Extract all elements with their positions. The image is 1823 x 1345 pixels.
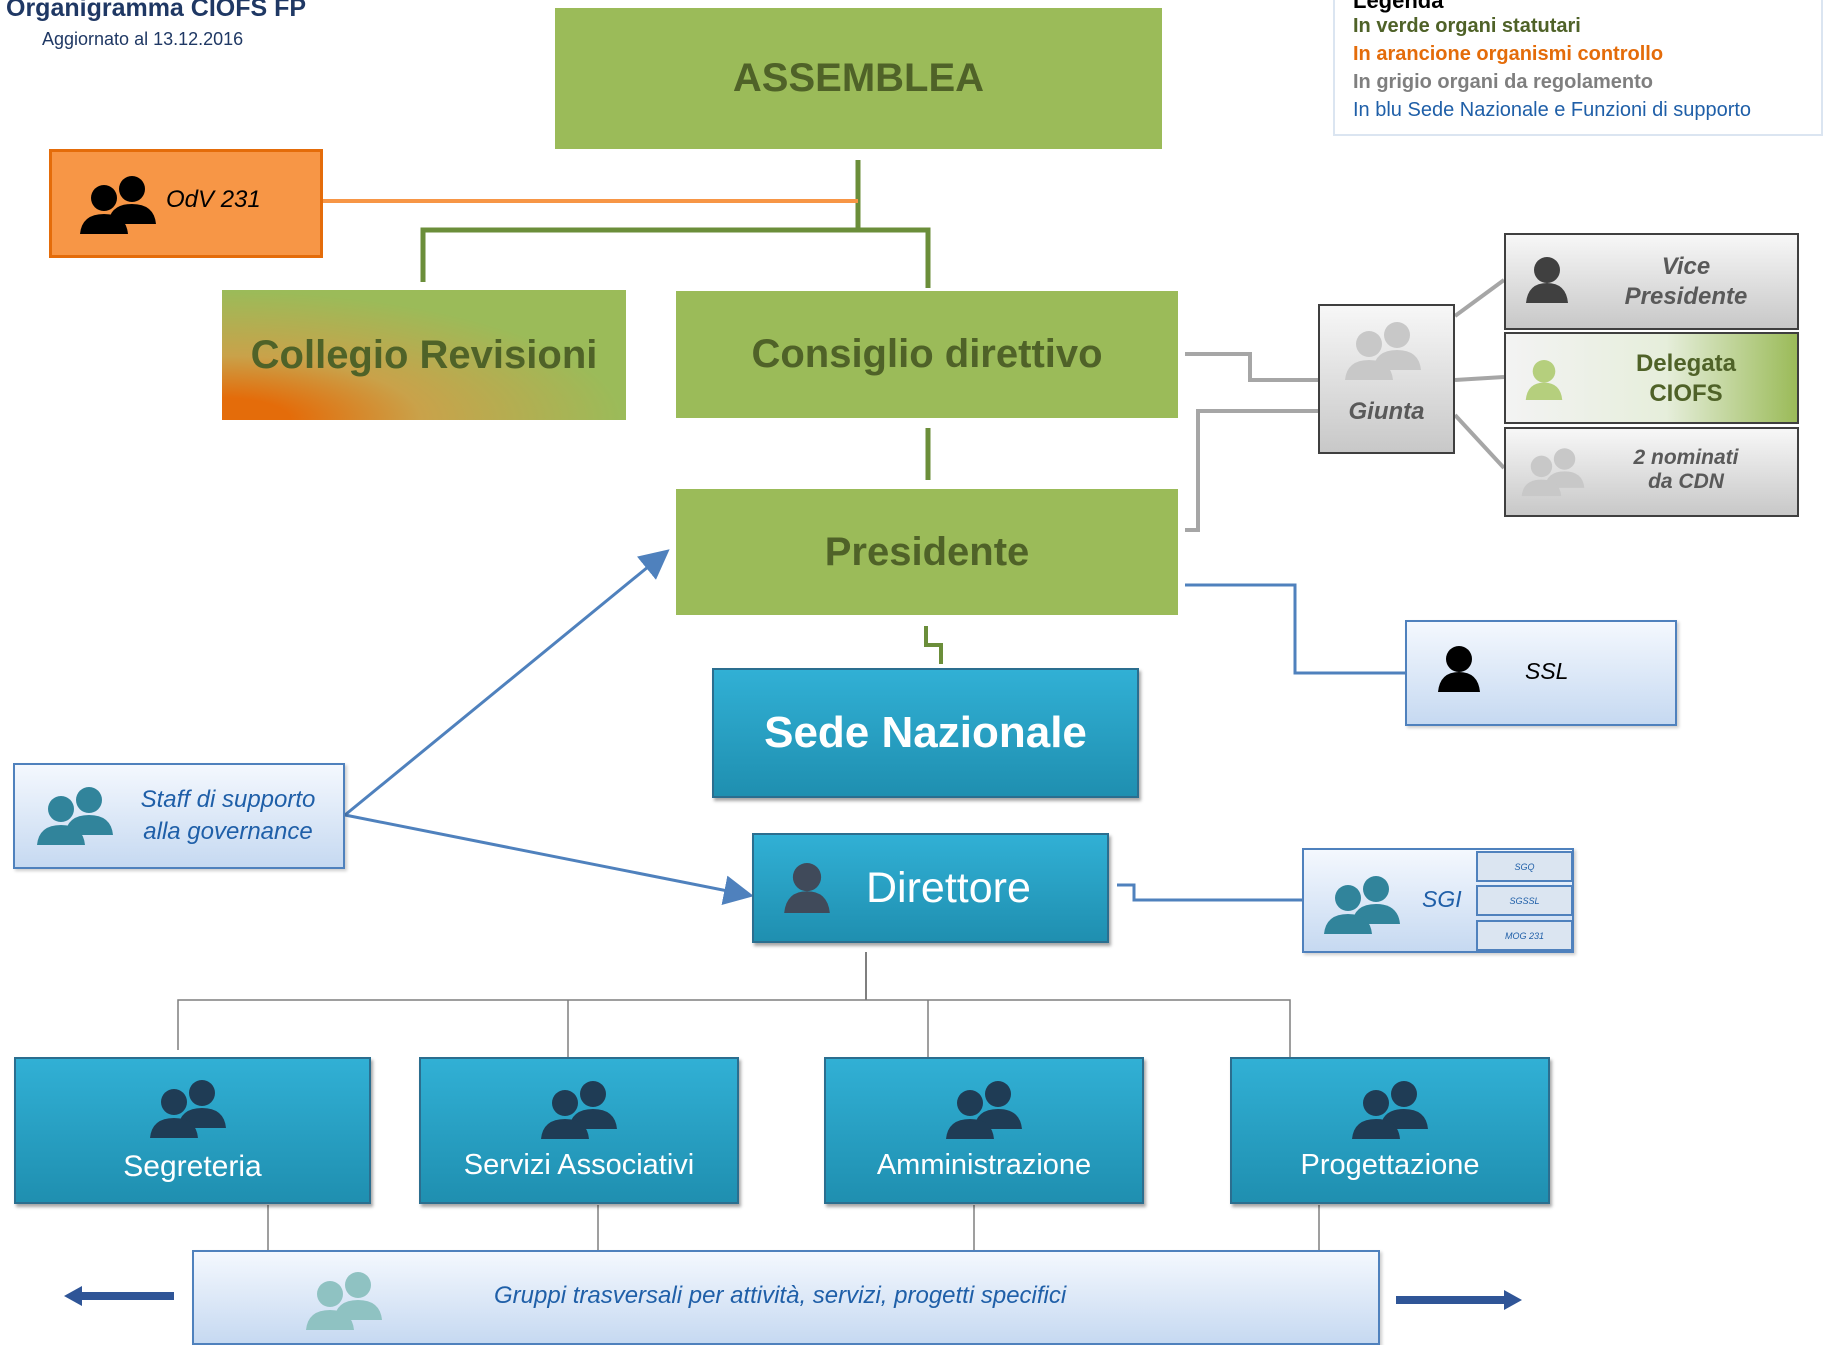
nominati-label: 2 nominati da CDN: [1586, 435, 1786, 505]
group-icon: [541, 1081, 617, 1139]
progettazione-box: Progettazione: [1230, 1057, 1550, 1204]
legend-gray: In grigio organi da regolamento: [1353, 71, 1654, 93]
direttore-label: Direttore: [866, 863, 1031, 912]
mog-item: MOG 231: [1476, 920, 1573, 951]
sgssl-item: SGSSL: [1476, 885, 1573, 916]
sgi-label: SGI: [1422, 886, 1462, 912]
staff-label: Staff di supporto alla governance: [123, 777, 333, 855]
servizi-box: Servizi Associativi: [419, 1057, 739, 1204]
chart-title: Organigramma CIOFS FP: [6, 0, 307, 22]
group-icon: [946, 1081, 1022, 1139]
group-icon: [1324, 876, 1400, 934]
segreteria-label: Segreteria: [123, 1149, 262, 1183]
group-icon: [1345, 322, 1421, 380]
progettazione-label: Progettazione: [1300, 1149, 1480, 1181]
consiglio-box: Consiglio direttivo: [676, 291, 1178, 418]
sgq-item: SGQ: [1476, 851, 1573, 882]
nominati-line1: 2 nominati: [1633, 446, 1739, 469]
assemblea-label: ASSEMBLEA: [732, 56, 985, 100]
legend-heading: Legenda: [1353, 0, 1444, 13]
staff-line1: Staff di supporto: [140, 786, 316, 813]
staff-box: Staff di supporto alla governance: [13, 763, 345, 869]
staff-line2: alla governance: [143, 818, 313, 845]
person-icon: [1525, 360, 1563, 400]
segreteria-box: Segreteria: [14, 1057, 371, 1204]
presidente-label: Presidente: [824, 529, 1030, 574]
presidente-box: Presidente: [676, 489, 1178, 615]
servizi-label: Servizi Associativi: [463, 1149, 695, 1181]
gruppi-box: Gruppi trasversali per attività, servizi…: [192, 1250, 1380, 1345]
giunta-box: Giunta: [1318, 304, 1455, 454]
sede-nazionale-label: Sede Nazionale: [764, 708, 1087, 757]
consiglio-label: Consiglio direttivo: [751, 332, 1103, 376]
group-icon: [37, 787, 113, 845]
delegata-line1: Delegata: [1635, 350, 1737, 377]
gruppi-label: Gruppi trasversali per attività, servizi…: [494, 1282, 1067, 1309]
legend-blue: In blu Sede Nazionale e Funzioni di supp…: [1353, 99, 1752, 121]
ssl-label: SSL: [1525, 658, 1569, 684]
delegata-line2: CIOFS: [1649, 380, 1723, 407]
group-icon: [306, 1272, 382, 1330]
legend-green: In verde organi statutari: [1353, 15, 1581, 37]
collegio-box: Collegio Revisioni: [222, 290, 626, 420]
vice-presidente-box: Vice Presidente: [1504, 233, 1799, 330]
odv-box: OdV 231: [49, 149, 323, 258]
person-icon: [1526, 257, 1568, 303]
group-icon: [80, 176, 156, 234]
delegata-box: Delegata CIOFS: [1504, 332, 1799, 424]
person-icon: [784, 863, 830, 913]
group-icon: [149, 1079, 226, 1138]
odv-label: OdV 231: [166, 186, 261, 213]
sgi-box: SGI SGQ SGSSL MOG 231: [1302, 848, 1574, 953]
amministrazione-label: Amministrazione: [876, 1149, 1092, 1181]
amministrazione-box: Amministrazione: [824, 1057, 1144, 1204]
nominati-box: 2 nominati da CDN: [1504, 427, 1799, 517]
vice-line1: Vice: [1661, 253, 1711, 280]
nominati-line2: da CDN: [1648, 470, 1724, 493]
group-icon: [1352, 1081, 1428, 1139]
sede-nazionale-box: Sede Nazionale: [712, 668, 1139, 798]
delegata-label: Delegata CIOFS: [1586, 342, 1786, 416]
person-icon: [1438, 646, 1480, 692]
group-icon: [1521, 448, 1585, 497]
giunta-label: Giunta: [1348, 398, 1425, 425]
vice-line2: Presidente: [1624, 283, 1748, 310]
vice-presidente-label: Vice Presidente: [1586, 245, 1786, 319]
updated-date: Aggiornato al 13.12.2016: [42, 29, 244, 49]
collegio-label: Collegio Revisioni: [250, 332, 598, 377]
direttore-box: Direttore: [752, 833, 1109, 943]
legend: Legenda In verde organi statutari In ara…: [1333, 0, 1823, 136]
assemblea-box: ASSEMBLEA: [555, 8, 1162, 149]
ssl-box: SSL: [1405, 620, 1677, 726]
legend-orange: In arancione organismi controllo: [1353, 43, 1664, 65]
